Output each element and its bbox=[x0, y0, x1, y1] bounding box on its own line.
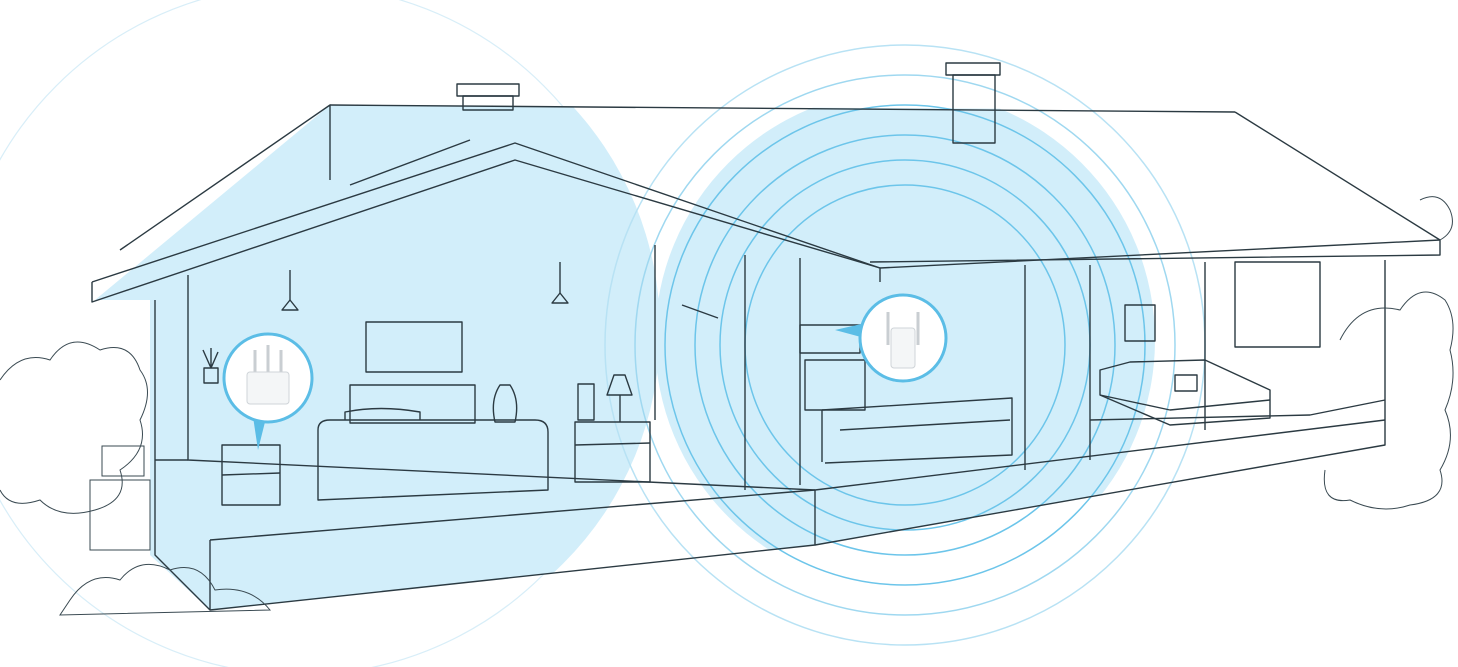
router-icon bbox=[246, 345, 290, 405]
house-outline bbox=[91, 62, 1441, 611]
bushes bbox=[0, 196, 1454, 616]
router-bubble bbox=[222, 332, 314, 450]
extender-bubble bbox=[835, 293, 948, 383]
range-extender-icon bbox=[886, 312, 920, 369]
router-coverage-area bbox=[95, 105, 660, 610]
